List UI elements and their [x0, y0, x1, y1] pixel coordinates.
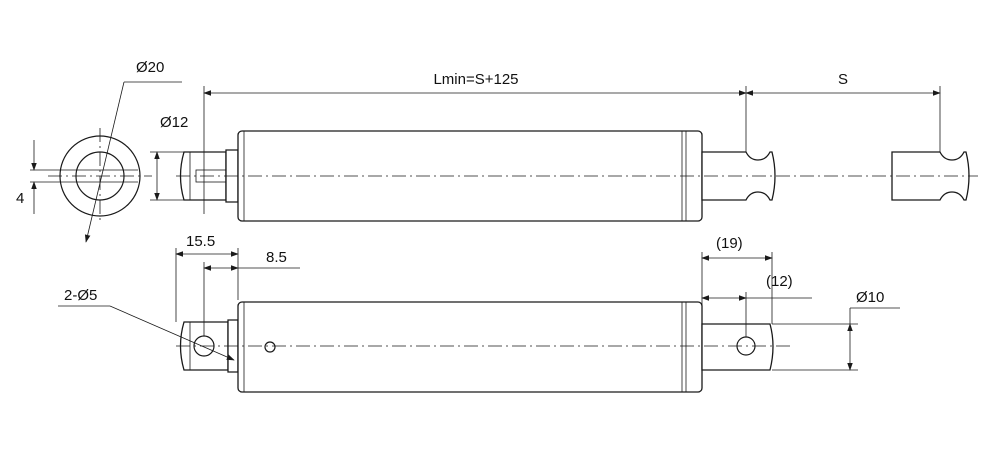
body-mount-hole: [264, 341, 276, 353]
top-view: Lmin=S+125 S Ø12: [150, 71, 978, 222]
mount-holes-leader: [109, 305, 235, 361]
stroke-label: S: [838, 71, 848, 88]
clevis-offset-label: 15.5: [186, 233, 215, 250]
rod-hole-offset-label: (12): [766, 273, 793, 290]
clevis-to-body-label: 8.5: [266, 249, 287, 266]
bottom-main-body: [237, 301, 703, 393]
bottom-view: 15.5 8.5 (19) (12) Ø10 2-Ø5: [58, 233, 900, 393]
rod-end-length-label: (19): [716, 235, 743, 252]
end-view: 4 Ø20: [16, 59, 182, 243]
clevis-diameter-label: Ø12: [160, 114, 188, 131]
rod-diameter-label: Ø10: [856, 289, 884, 306]
min-length-label: Lmin=S+125: [433, 71, 518, 88]
outer-diameter-leader: [84, 81, 125, 243]
slot-width-label: 4: [16, 190, 24, 207]
mount-holes-label: 2-Ø5: [64, 287, 97, 304]
outer-diameter-label: Ø20: [136, 59, 164, 76]
